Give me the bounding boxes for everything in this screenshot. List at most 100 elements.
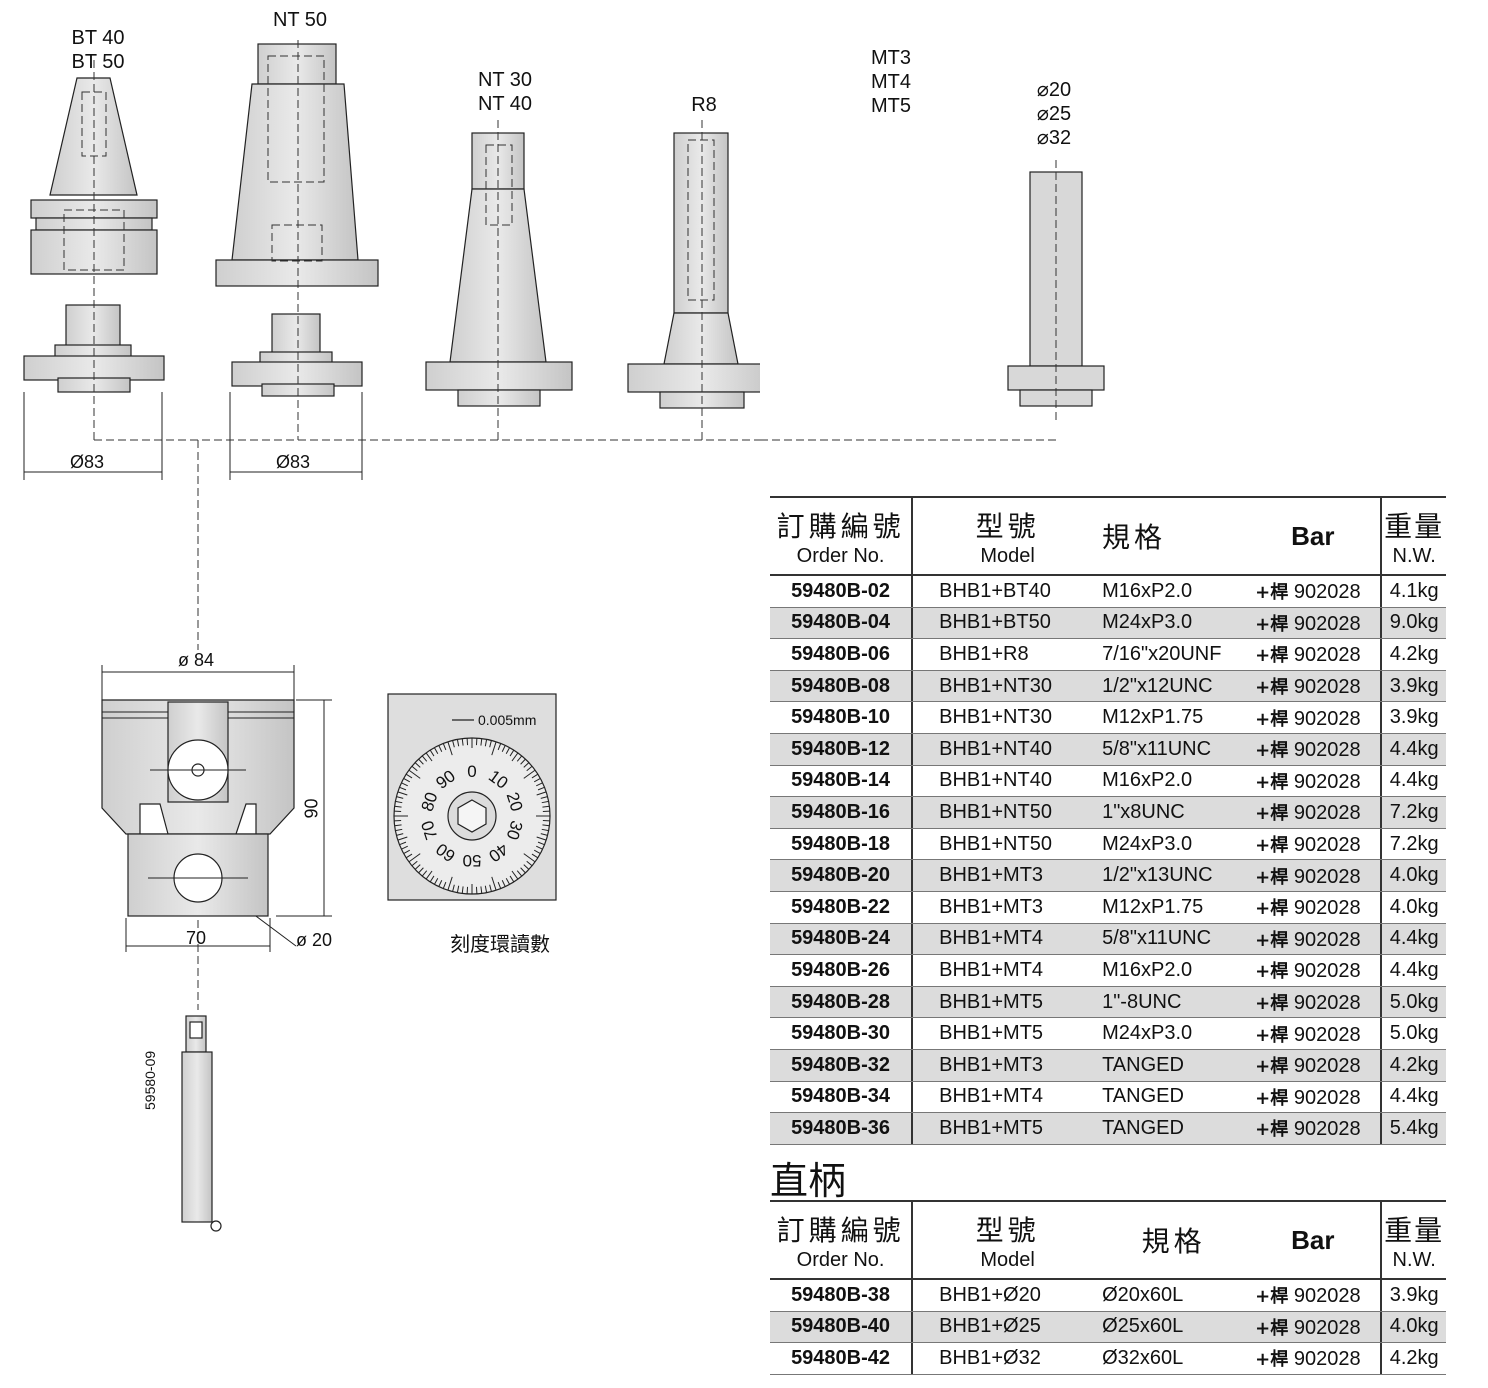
spec: M24xP3.0 <box>1102 611 1193 634</box>
spec: Ø25x60L <box>1102 1315 1184 1338</box>
table-header: 訂購編號 Order No. 型號 Model 規格 Bar 重量 N.W. <box>770 498 1446 576</box>
spec: M12xP1.75 <box>1102 895 1204 918</box>
model: BHB1+NT40 <box>939 737 1052 760</box>
dial-step-label: 0.005mm <box>478 712 537 728</box>
dial-tick <box>461 886 464 894</box>
bar: +桿 902028 <box>1245 768 1380 794</box>
header-spec: 規格 <box>1102 521 1167 554</box>
bar-code: 902028 <box>1293 897 1361 920</box>
spec: Ø32x60L <box>1102 1346 1184 1369</box>
order-no: 59480B-32 <box>770 1049 914 1081</box>
spec: TANGED <box>1102 1053 1184 1076</box>
model: BHB1+BT40 <box>939 579 1051 602</box>
model: BHB1+NT50 <box>939 832 1052 855</box>
dial-tick <box>442 881 447 889</box>
bar-code: 902028 <box>1293 644 1361 667</box>
bar-prefix: +桿 <box>1255 993 1289 1015</box>
header-bar: Bar <box>1291 520 1335 551</box>
label-mt3: MT3 <box>871 47 911 69</box>
center-line-extension <box>760 439 1056 441</box>
order-no: 59480B-12 <box>770 733 914 765</box>
dial-tick <box>491 741 497 756</box>
order-table-main: 訂購編號 Order No. 型號 Model 規格 Bar 重量 N.W. 5… <box>770 496 1446 1145</box>
bar: +桿 902028 <box>1245 610 1380 636</box>
dial-tick <box>501 745 506 752</box>
bar-code: 902028 <box>1293 1055 1361 1078</box>
weight: 4.0kg <box>1380 891 1446 923</box>
bar-prefix: +桿 <box>1255 929 1289 951</box>
order-no: 59480B-06 <box>770 639 914 670</box>
dial-tick <box>456 739 460 747</box>
order-no: 59480B-40 <box>770 1311 914 1343</box>
dial-tick <box>433 877 439 885</box>
model: BHB1+Ø20 <box>939 1283 1041 1306</box>
model: BHB1+MT3 <box>939 895 1044 918</box>
label-mt4: MT4 <box>871 71 911 93</box>
spec: 5/8"x11UNC <box>1102 737 1212 760</box>
dial-tick <box>452 740 455 748</box>
spec: TANGED <box>1102 1085 1184 1108</box>
label-nt30: NT 30 <box>477 69 533 91</box>
spec: TANGED <box>1102 1116 1184 1139</box>
dial-tick <box>401 782 408 787</box>
order-no: 59480B-10 <box>770 702 914 733</box>
bar-code: 902028 <box>1293 676 1361 699</box>
order-no: 59480B-24 <box>770 923 914 955</box>
spec: 7/16"x20UNF <box>1102 642 1222 665</box>
label-mt5: MT5 <box>871 95 911 117</box>
dial-tick <box>537 841 545 846</box>
dial-tick <box>523 762 530 768</box>
order-no: 59480B-42 <box>770 1343 914 1374</box>
technical-drawing <box>23 40 760 1232</box>
dial-tick <box>523 769 536 779</box>
bar-prefix: +桿 <box>1255 677 1289 699</box>
bar-code: 902028 <box>1293 581 1361 604</box>
dial-tick <box>542 824 550 827</box>
dial-tick <box>489 740 492 748</box>
dial-tick <box>484 885 488 893</box>
bar: +桿 902028 <box>1245 1021 1380 1047</box>
bar-prefix: +桿 <box>1255 582 1289 604</box>
order-no: 59480B-22 <box>770 891 914 923</box>
dial-tick <box>520 867 526 874</box>
dim-d83-bt: Ø83 <box>70 452 105 472</box>
dial-tick <box>414 864 421 870</box>
dial-tick <box>531 853 539 859</box>
dial-tick <box>520 758 526 765</box>
spec: 5/8"x11UNC <box>1102 927 1212 950</box>
dial-tick <box>418 867 424 874</box>
dial-tick <box>536 791 547 796</box>
weight: 9.0kg <box>1380 607 1446 639</box>
header-weight-en: N.W. <box>1392 544 1436 567</box>
dial-tick <box>540 796 548 799</box>
dim-d20: ø 20 <box>296 930 333 950</box>
header-model-en: Model <box>980 544 1035 567</box>
header2-model-en: Model <box>980 1248 1035 1271</box>
order-no: 59480B-28 <box>770 986 914 1018</box>
dial-tick <box>456 885 460 893</box>
dial-tick <box>511 752 519 762</box>
dial-tick <box>484 739 488 747</box>
dial-tick <box>497 743 502 751</box>
weight: 3.9kg <box>1380 702 1446 733</box>
spec: M24xP3.0 <box>1102 1022 1193 1045</box>
label-nt50: NT 50 <box>272 9 328 31</box>
bar-prefix: +桿 <box>1255 1317 1289 1339</box>
dial-tick <box>418 758 424 765</box>
dial-tick <box>395 828 403 832</box>
bar-code: 902028 <box>1293 770 1361 793</box>
header2-order-en: Order No. <box>796 1248 885 1271</box>
header2-model-zh: 型號 <box>975 1213 1040 1247</box>
dim-h90: 90 <box>301 798 322 819</box>
dial-tick <box>408 769 421 779</box>
bar-code: 902028 <box>1293 1316 1361 1339</box>
label-nt40: NT 40 <box>477 93 533 115</box>
weight: 4.1kg <box>1380 576 1446 607</box>
model: BHB1+MT3 <box>939 1053 1044 1076</box>
weight: 5.0kg <box>1380 986 1446 1018</box>
bar-prefix: +桿 <box>1255 1024 1289 1046</box>
